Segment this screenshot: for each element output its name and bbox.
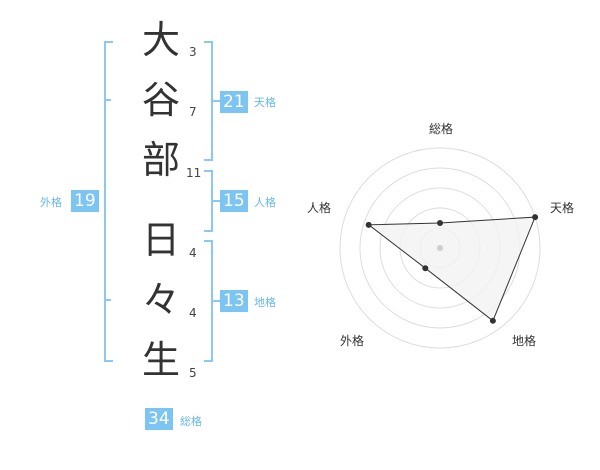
gaikaku-label: 外格 [40, 196, 62, 209]
surname-char-3: 部 [141, 138, 180, 182]
jinkaku-bracket-tick [211, 200, 220, 202]
radar-grid-ring [339, 147, 541, 349]
surname-char-1: 大 [141, 18, 180, 62]
jinkaku-badge: 15 [220, 190, 248, 212]
radar-point-1 [532, 214, 539, 221]
chikaku-badge: 13 [220, 290, 248, 312]
gaikaku-bracket-tick [104, 299, 111, 301]
soukaku-badge: 34 [145, 408, 173, 430]
tenkaku-label: 天格 [254, 96, 276, 109]
radar-axis-label-soukaku: 総格 [429, 121, 453, 136]
radar-point-0 [437, 220, 443, 226]
chikaku-label: 地格 [254, 296, 276, 309]
gaikaku-bracket [104, 41, 113, 362]
radar-axis-label-chikaku: 地格 [512, 333, 536, 348]
radar-point-4 [365, 221, 372, 228]
given-strokes-1: 4 [189, 246, 197, 260]
tenkaku-badge: 21 [220, 91, 248, 113]
radar-axis-label-gaikaku: 外格 [340, 333, 364, 348]
radar-shape [367, 216, 536, 322]
radar-point-3 [422, 265, 429, 272]
surname-strokes-2: 7 [189, 105, 197, 119]
radar-axis-label-tenkaku: 天格 [550, 200, 574, 215]
given-char-1: 日 [141, 218, 180, 262]
fortune-radar-chart: 総格 天格 地格 外格 人格 [307, 121, 574, 349]
gaikaku-badge: 19 [71, 190, 99, 212]
jinkaku-label: 人格 [254, 196, 276, 209]
surname-strokes-1: 3 [189, 45, 197, 59]
chikaku-bracket-tick [211, 300, 220, 302]
radar-axis-label-jinkaku: 人格 [307, 200, 331, 215]
radar-points [365, 214, 539, 324]
given-strokes-2: 4 [189, 306, 197, 320]
tenkaku-bracket-tick [211, 100, 220, 102]
radar-center-dot [437, 245, 443, 251]
given-char-2: 々 [141, 278, 180, 322]
gaikaku-bracket-tick [104, 99, 111, 101]
radar-point-2 [489, 317, 496, 324]
surname-char-2: 谷 [141, 78, 180, 122]
given-char-3: 生 [141, 338, 180, 382]
given-strokes-3: 5 [189, 366, 197, 380]
surname-strokes-3: 11 [186, 166, 202, 180]
soukaku-label: 総格 [180, 415, 202, 428]
